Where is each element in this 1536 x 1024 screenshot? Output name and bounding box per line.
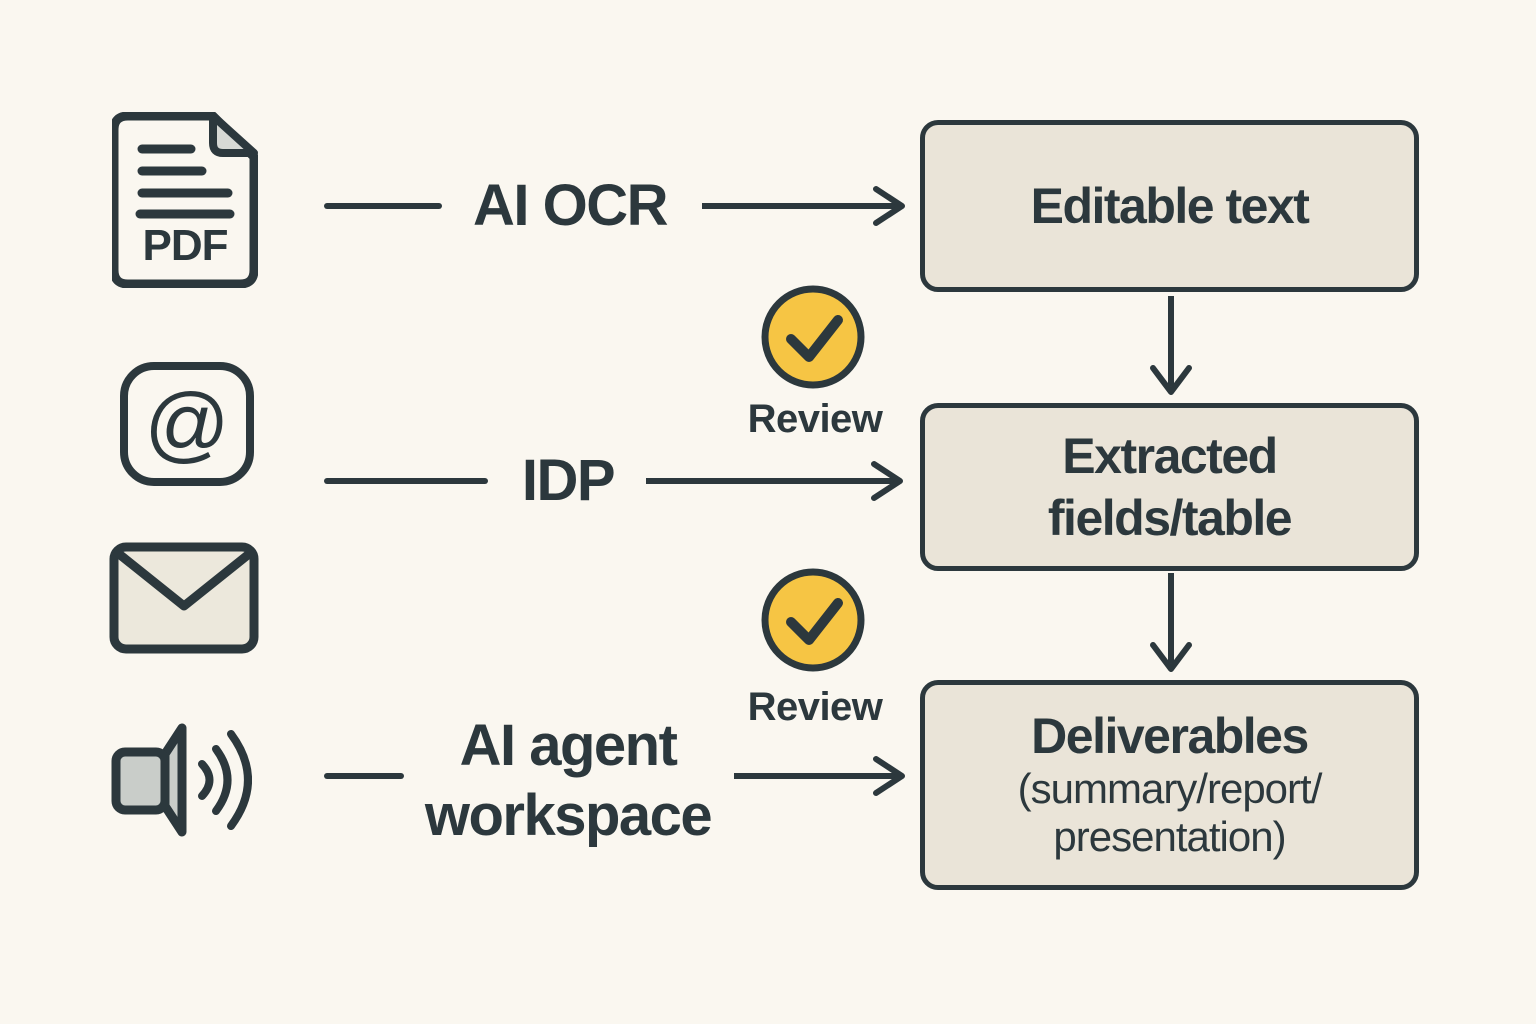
process-label-ai-agent-workspace: AI agent workspace <box>424 713 713 848</box>
output-box-deliverables: Deliverables (summary/report/ presentati… <box>920 680 1419 890</box>
review-check-badge <box>761 285 865 389</box>
arrow-right-icon <box>646 461 903 501</box>
arrow-down-icon <box>1150 573 1192 672</box>
at-glyph: @ <box>144 376 229 470</box>
output-box-subtitle: (summary/report/ presentation) <box>1017 765 1323 860</box>
review-label: Review <box>747 397 883 441</box>
review-label: Review <box>747 685 883 729</box>
envelope-icon <box>109 542 259 654</box>
output-box-extracted-fields: Extracted fields/table <box>920 403 1419 571</box>
connector-line-idp <box>324 478 488 484</box>
process-label-ai-ocr: AI OCR <box>473 173 669 238</box>
at-sign-icon: @ <box>120 362 254 486</box>
output-box-title: Extracted fields/table <box>1047 428 1293 546</box>
review-check-badge <box>761 568 865 672</box>
connector-line-audio <box>324 773 404 779</box>
checkmark-icon <box>786 598 843 645</box>
checkmark-icon <box>786 315 843 362</box>
connector-line-pdf <box>324 203 442 209</box>
output-box-title: Editable text <box>1030 178 1310 234</box>
pdf-badge-text: PDF <box>143 221 228 270</box>
arrow-down-icon <box>1150 296 1192 395</box>
arrow-right-icon <box>734 756 905 796</box>
arrow-right-icon <box>702 186 905 226</box>
process-label-idp: IDP <box>521 448 616 513</box>
output-box-title: Deliverables <box>1031 708 1309 764</box>
output-box-editable-text: Editable text <box>920 120 1419 292</box>
pdf-document-icon: PDF <box>112 112 258 288</box>
speaker-audio-icon <box>111 723 252 837</box>
